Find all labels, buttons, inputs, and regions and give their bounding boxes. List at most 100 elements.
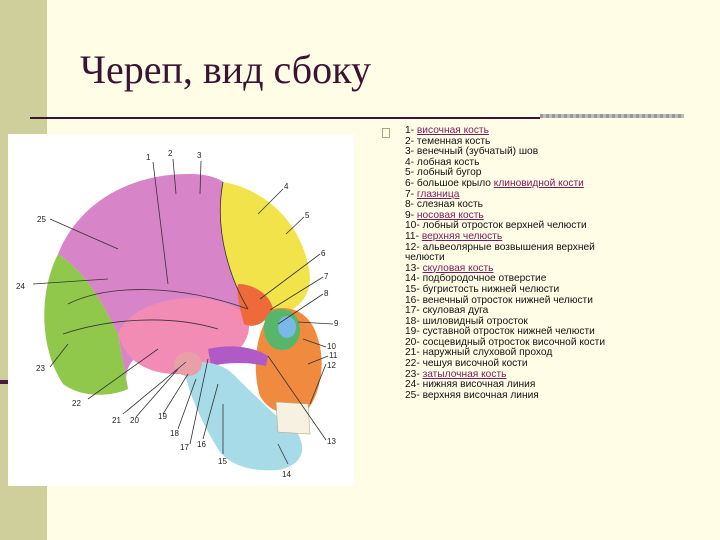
title-divider-texture <box>540 114 684 118</box>
legend-link[interactable]: скуловая кость <box>422 262 494 274</box>
legend-item: 5- лобный бугор <box>405 168 623 179</box>
legend-item: 11- верхняя челюсть <box>405 230 623 243</box>
sphenoid-wing <box>237 284 273 326</box>
figure-label: 6 <box>321 249 326 258</box>
legend-number: 21- <box>405 347 423 359</box>
figure-label: 18 <box>170 429 179 438</box>
legend-text: наружный слуховой проход <box>422 347 553 359</box>
legend-item: 18- шиловидный отросток <box>405 315 623 328</box>
legend-item: 13- скуловая кость <box>405 262 623 275</box>
legend-text: скуловая дуга <box>422 305 489 317</box>
legend-text: лобный отросток верхней челюсти <box>422 220 587 232</box>
legend-number: 25- <box>405 389 423 401</box>
legend-number: 9- <box>405 209 417 221</box>
legend-number: 22- <box>405 358 423 370</box>
figure-label: 21 <box>112 416 121 425</box>
skull-drawing: 1 2 3 4 5 6 7 8 9 10 11 12 13 14 15 16 1… <box>16 149 339 479</box>
legend-link[interactable]: глазница <box>416 188 460 200</box>
legend-text: суставной отросток нижней челюсти <box>422 326 595 338</box>
legend-item: 16- венечный отросток нижней челюсти <box>405 294 623 307</box>
legend-text: венечный (зубчатый) шов <box>416 146 539 158</box>
legend-text: подбородочное отверстие <box>422 273 547 285</box>
legend-item: 2- теменная кость <box>405 135 623 148</box>
legend-link[interactable]: носовая кость <box>416 209 484 221</box>
legend-number: 3- <box>405 146 417 158</box>
bullet-marker <box>382 128 390 138</box>
legend-item: 15- бугристость нижней челюсти <box>405 283 623 296</box>
legend-number: 17- <box>405 305 423 317</box>
legend-number: 14- <box>405 273 423 285</box>
legend-number: 6- <box>405 177 417 189</box>
legend-number: 1- <box>405 125 417 136</box>
figure-label: 9 <box>334 319 339 328</box>
figure-label: 3 <box>197 151 202 160</box>
figure-label: 25 <box>37 215 46 224</box>
legend-number: 5- <box>405 167 417 179</box>
legend-text: лобный бугор <box>416 167 482 179</box>
legend-number: 20- <box>405 336 423 348</box>
legend-number: 10- <box>405 220 423 232</box>
figure-label: 19 <box>158 412 167 421</box>
legend-item: 8- слезная кость <box>405 199 623 211</box>
legend-link[interactable]: затылочная кость <box>422 368 507 380</box>
skull-illustration: 1 2 3 4 5 6 7 8 9 10 11 12 13 14 15 16 1… <box>8 134 354 486</box>
zygomatic-arch <box>208 346 268 366</box>
figure-label: 8 <box>324 289 329 298</box>
legend-item: 1- височная кость <box>405 125 623 137</box>
legend-text: венечный отросток нижней челюсти <box>422 294 593 306</box>
figure-label: 16 <box>197 440 206 449</box>
legend-number: 2- <box>405 135 417 147</box>
figure-label: 13 <box>327 437 336 446</box>
legend-item: 20- сосцевидный отросток височной кости <box>405 336 623 349</box>
figure-label: 10 <box>327 342 336 351</box>
legend-text: большое крыло <box>416 177 494 189</box>
legend-item: 25- верхняя височная линия <box>405 389 623 402</box>
figure-label: 12 <box>327 361 336 370</box>
teeth <box>275 401 311 435</box>
figure-label: 11 <box>329 351 338 360</box>
figure-label: 15 <box>218 457 227 466</box>
legend-item: 10- лобный отросток верхней челюсти <box>405 221 623 232</box>
legend-text: шиловидный отросток <box>422 315 528 327</box>
legend-item: 7- глазница <box>405 188 623 201</box>
legend-item: 4- лобная кость <box>405 157 623 169</box>
figure-label: 17 <box>180 443 189 452</box>
figure-label: 7 <box>324 272 329 281</box>
legend-link[interactable]: височная кость <box>416 125 489 136</box>
legend-item: 3- венечный (зубчатый) шов <box>405 146 623 158</box>
legend-text: слезная кость <box>416 199 483 211</box>
figure-label: 2 <box>168 149 173 158</box>
legend-item: 12- альвеолярные возвышения верхней челю… <box>405 241 623 264</box>
legend-number: 13- <box>405 262 423 274</box>
legend-number: 18- <box>405 315 423 327</box>
legend-link[interactable]: верхняя челюсть <box>421 230 503 242</box>
legend-number: 7- <box>405 188 417 200</box>
legend-text: сосцевидный отросток височной кости <box>422 336 606 348</box>
figure-label: 23 <box>36 364 45 373</box>
mandible <box>183 362 303 471</box>
legend-number: 15- <box>405 283 423 295</box>
legend-number: 11- <box>405 230 422 242</box>
figure-label: 4 <box>284 182 289 191</box>
legend-text: верхняя височная линия <box>422 389 539 401</box>
legend-text: теменная кость <box>416 135 491 147</box>
legend-number: 16- <box>405 294 423 306</box>
legend-item: 23- затылочная кость <box>405 368 623 381</box>
figure-label: 20 <box>130 416 139 425</box>
figure-label: 24 <box>16 282 25 291</box>
occipital-bone <box>44 254 128 395</box>
legend-link[interactable]: клиновидной кости <box>493 177 584 189</box>
legend-number: 24- <box>405 379 423 391</box>
legend-item: 19- суставной отросток нижней челюсти <box>405 326 623 338</box>
legend-item: 21- наружный слуховой проход <box>405 348 623 359</box>
legend-number: 8- <box>405 199 417 211</box>
legend-number: 23- <box>405 368 423 380</box>
figure-label: 5 <box>305 211 310 220</box>
legend-text: бугристость нижней челюсти <box>422 283 560 295</box>
legend-item: 14- подбородочное отверстие <box>405 274 623 285</box>
legend-list: 1- височная кость 2- теменная кость 3- в… <box>405 125 623 402</box>
figure-label: 22 <box>72 399 81 408</box>
legend-text: альвеолярные возвышения верхней челюсти <box>405 241 595 264</box>
legend-item: 22- чешуя височной кости <box>405 358 623 370</box>
legend-item: 24- нижняя височная линия <box>405 379 623 391</box>
